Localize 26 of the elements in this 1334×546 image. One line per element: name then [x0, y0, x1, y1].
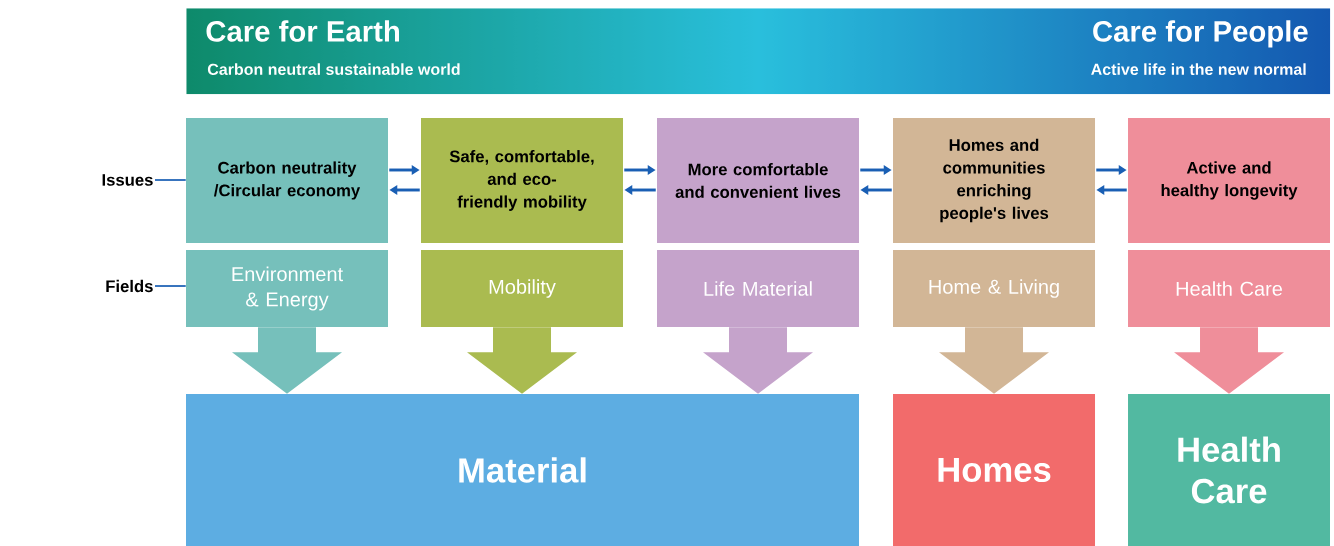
business-box: Health Care [1128, 394, 1330, 546]
field-box: Life Material [657, 250, 859, 327]
block-arrow [1174, 327, 1284, 394]
row-label: Fields [106, 279, 153, 293]
banner-heading: Care for Earth [206, 20, 399, 42]
field-box: Home & Living [893, 250, 1095, 327]
banner-heading: Care for People [1093, 20, 1308, 48]
issue-box: Homes and communities enriching people's lives [893, 118, 1095, 243]
row-label: Issues [102, 174, 153, 186]
banner-subheading: Active life in the new normal [1091, 63, 1306, 75]
business-box: Material [186, 394, 859, 546]
field-box: Environment & Energy [186, 250, 388, 327]
leader-line [154, 179, 187, 181]
issue-box: Safe, comfortable, and eco-friendly mobility [421, 118, 623, 243]
block-arrow [703, 327, 813, 394]
issue-box: Active and healthy longevity [1128, 118, 1330, 243]
block-arrow [467, 327, 577, 394]
issue-box: More comfortable and convenient lives [657, 118, 859, 243]
business-box: Homes [893, 394, 1095, 546]
field-box: Health Care [1128, 250, 1330, 327]
block-arrow [232, 327, 342, 394]
issue-box: Carbon neutrality /Circular economy [186, 118, 388, 243]
field-box: Mobility [421, 250, 623, 327]
leader-line [154, 285, 187, 287]
block-arrow [939, 327, 1049, 394]
banner-subheading: Carbon neutral sustainable world [207, 63, 460, 75]
